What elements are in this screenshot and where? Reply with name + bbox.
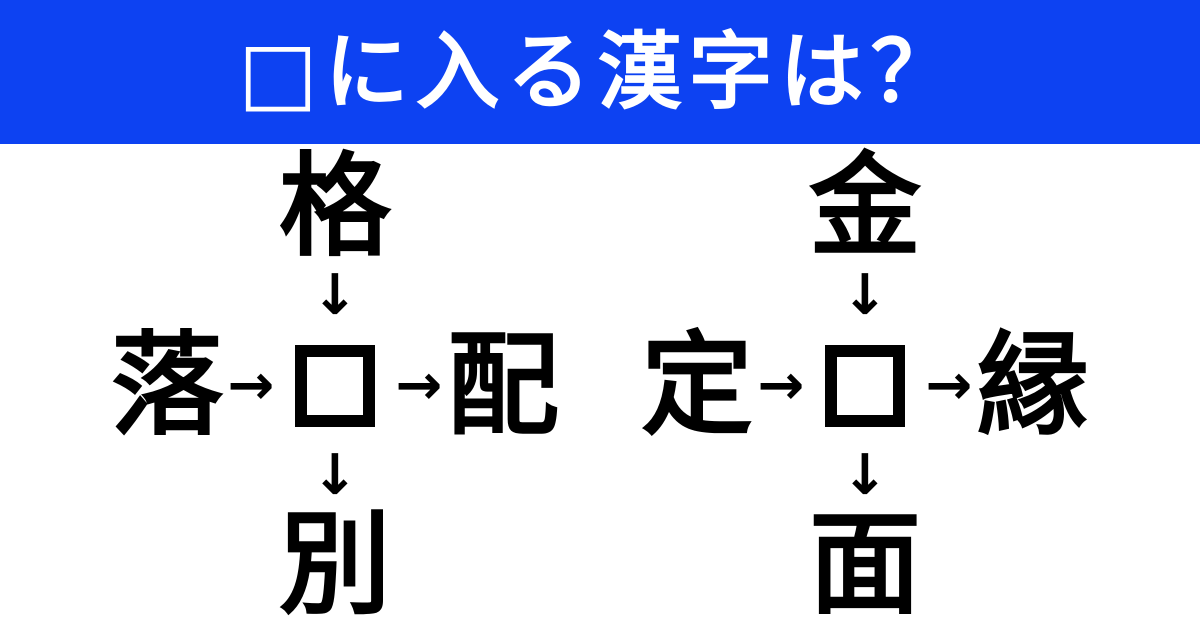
kanji-bottom: 面 — [809, 500, 921, 628]
arrow-down-icon: ↓ — [311, 443, 359, 508]
kanji-left: 定 — [641, 321, 753, 451]
arrow-down-icon: ↓ — [841, 443, 889, 508]
page-title: □に入る漢字は？ — [238, 23, 962, 121]
arrow-right-icon: → — [227, 353, 275, 418]
arrow-right-icon: → — [395, 353, 443, 418]
kanji-right: 配 — [447, 321, 559, 451]
kanji-right: 縁 — [977, 321, 1089, 451]
puzzles-area: 格 ↓ 落 → → 配 ↓ 別 金 ↓ 定 → → 縁 ↓ 面 — [0, 144, 1200, 628]
kanji-left: 落 — [111, 321, 223, 451]
kanji-top: 格 — [279, 142, 391, 272]
arrow-right-icon: → — [757, 353, 805, 418]
kanji-top: 金 — [809, 142, 921, 272]
answer-box-cell — [804, 325, 926, 447]
answer-box — [825, 345, 905, 427]
answer-box — [295, 345, 375, 427]
answer-box-cell — [274, 325, 396, 447]
title-banner: □に入る漢字は？ — [0, 0, 1200, 144]
arrow-down-icon: ↓ — [841, 263, 889, 328]
arrow-right-icon: → — [925, 353, 973, 418]
arrow-down-icon: ↓ — [311, 263, 359, 328]
kanji-puzzle-left: 格 ↓ 落 → → 配 ↓ 別 — [106, 147, 564, 625]
kanji-puzzle-right: 金 ↓ 定 → → 縁 ↓ 面 — [636, 147, 1094, 625]
kanji-bottom: 別 — [279, 500, 391, 628]
